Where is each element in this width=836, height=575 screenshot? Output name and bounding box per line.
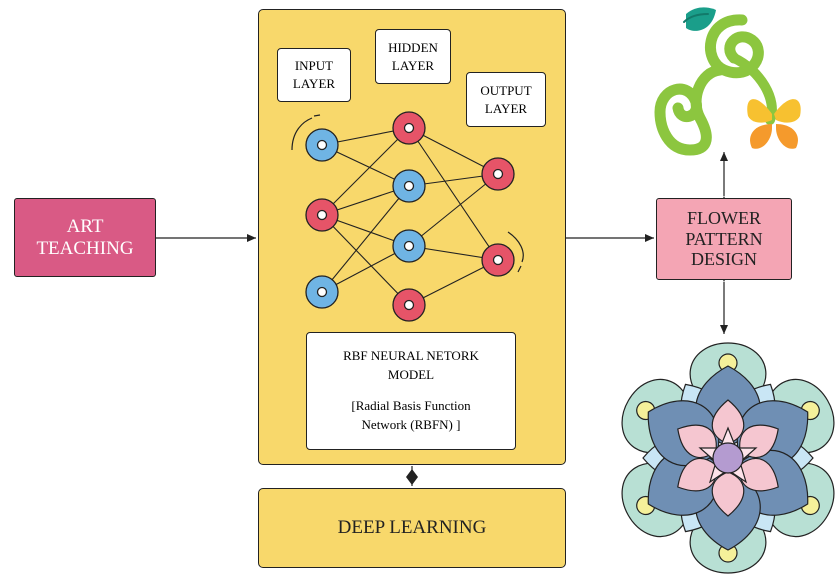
output-arc xyxy=(507,231,524,263)
input-layer-line2: LAYER xyxy=(292,76,336,91)
rbf-subtitle-line2: Network (RBFN) ] xyxy=(361,416,461,432)
art-teaching-line1: ART xyxy=(66,215,104,237)
input-node xyxy=(305,128,339,162)
output-arc-tick xyxy=(517,265,522,273)
hidden-node xyxy=(392,169,426,203)
mandala-flower-icon xyxy=(608,342,836,574)
hidden-layer-line1: HIDDEN xyxy=(388,39,438,55)
hidden-layer-label: HIDDEN LAYER xyxy=(375,29,451,84)
hidden-layer-line2: LAYER xyxy=(391,57,435,73)
rbf-model-description: RBF NEURAL NETORK MODEL [Radial Basis Fu… xyxy=(306,332,516,450)
butterfly-icon xyxy=(747,99,801,149)
flower-pattern-line3: DESIGN xyxy=(690,249,757,270)
diamond-connector xyxy=(406,469,418,485)
deep-learning-label: DEEP LEARNING xyxy=(337,517,487,538)
input-layer-line1: INPUT xyxy=(294,58,334,74)
rbf-title-line1: RBF NEURAL NETORK xyxy=(343,348,479,364)
flower-pattern-design-box: FLOWER PATTERN DESIGN xyxy=(656,198,792,280)
hidden-node xyxy=(392,111,426,145)
flower-pattern-line1: FLOWER xyxy=(686,207,761,228)
output-node xyxy=(481,157,515,191)
input-arc-tick xyxy=(313,114,321,117)
rbf-title-line2: MODEL xyxy=(387,367,435,383)
hidden-node xyxy=(392,288,426,322)
output-layer-line2: LAYER xyxy=(484,100,528,116)
input-node xyxy=(305,198,339,232)
art-teaching-box: ART TEACHING xyxy=(14,198,156,277)
output-layer-label: OUTPUT LAYER xyxy=(466,72,546,127)
output-layer-line1: OUTPUT xyxy=(480,82,532,98)
input-node xyxy=(305,275,339,309)
input-layer-label: INPUT LAYER xyxy=(277,48,351,102)
hidden-node xyxy=(392,229,426,263)
deep-learning-box: DEEP LEARNING xyxy=(258,488,566,568)
rbf-subtitle-line1: [Radial Basis Function xyxy=(351,398,471,413)
flower-pattern-line2: PATTERN xyxy=(685,228,763,249)
input-arc xyxy=(291,117,313,151)
art-teaching-line2: TEACHING xyxy=(36,237,134,259)
output-node xyxy=(481,243,515,277)
